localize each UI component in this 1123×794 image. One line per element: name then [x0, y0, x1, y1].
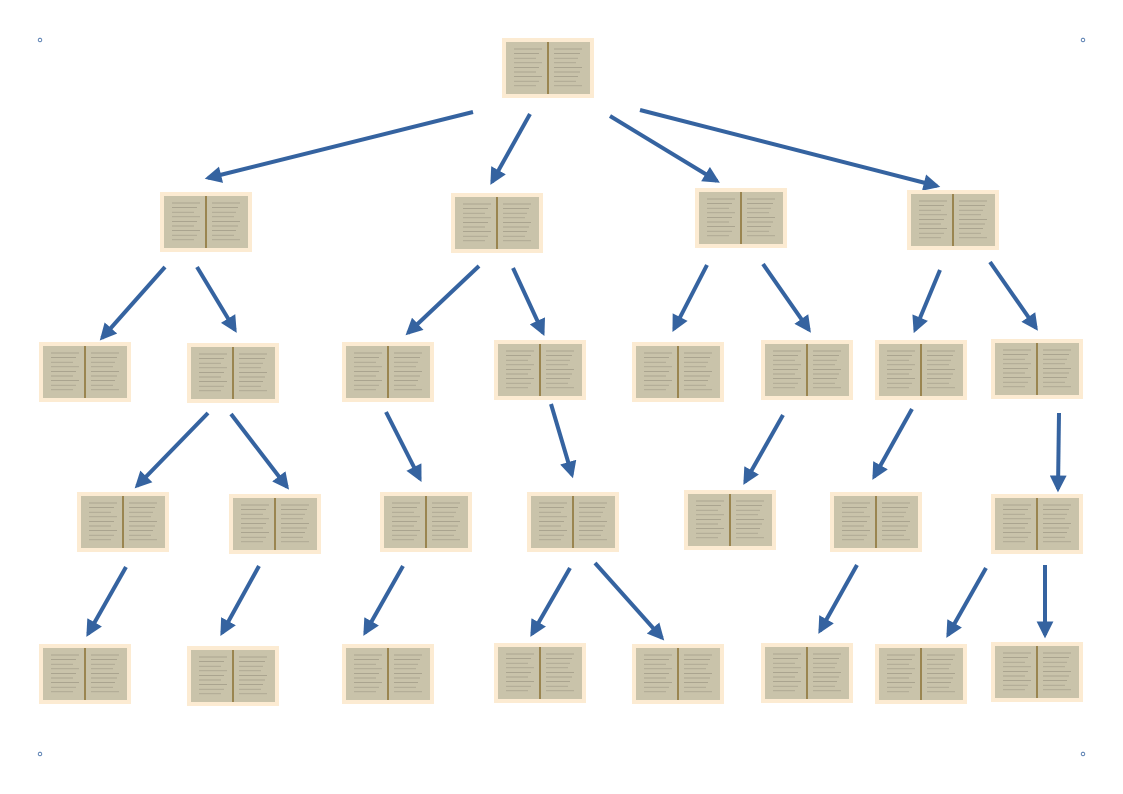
- manuscript-node-d212: [991, 642, 1083, 702]
- manuscript-node-d11: [830, 492, 922, 552]
- arrow-d-d2: [988, 260, 1038, 331]
- arrow-b21-b211: [530, 567, 572, 637]
- arrow-d2-d21: [1049, 412, 1067, 493]
- arrow-a2-a22: [229, 412, 290, 490]
- manuscript-node-d111: [761, 643, 853, 703]
- arrow-a21-a211: [86, 566, 128, 637]
- arrow-c-c1: [672, 264, 709, 332]
- manuscript-node-b212: [632, 644, 724, 704]
- arrow-d11-d111: [818, 564, 859, 634]
- arrow-d1-d11: [872, 408, 914, 480]
- arrow-b11-b111: [363, 565, 405, 636]
- manuscript-node-b111: [342, 644, 434, 704]
- manuscript-node-b: [451, 193, 543, 253]
- arrow-a2-a21: [134, 411, 210, 489]
- manuscript-node-d: [907, 190, 999, 250]
- arrow-a22-a221: [220, 565, 261, 636]
- corner-marker: [1080, 751, 1086, 757]
- manuscript-node-b211: [494, 643, 586, 703]
- manuscript-node-c: [695, 188, 787, 248]
- arrow-a-a1: [99, 265, 167, 341]
- manuscript-node-d211: [875, 644, 967, 704]
- manuscript-node-c21: [684, 490, 776, 550]
- arrow-c2-c21: [743, 414, 785, 485]
- manuscript-node-b21: [527, 492, 619, 552]
- manuscript-node-d21: [991, 494, 1083, 554]
- manuscript-node-a211: [39, 644, 131, 704]
- manuscript-node-a221: [187, 646, 279, 706]
- arrow-a-a2: [195, 265, 237, 333]
- arrow-d-d1: [912, 269, 942, 334]
- arrow-c-c2: [761, 262, 811, 333]
- corner-marker: [1080, 37, 1086, 43]
- manuscript-node-d2: [991, 339, 1083, 399]
- manuscript-node-a: [160, 192, 252, 252]
- arrow-d21-d211: [946, 567, 988, 638]
- manuscript-node-b2: [494, 340, 586, 400]
- manuscript-node-root: [502, 38, 594, 98]
- manuscript-node-c1: [632, 342, 724, 402]
- arrow-root-c: [608, 114, 720, 183]
- arrow-root-a: [204, 110, 474, 183]
- manuscript-node-a21: [77, 492, 169, 552]
- arrow-b2-b21: [549, 403, 577, 479]
- manuscript-node-a1: [39, 342, 131, 402]
- manuscript-node-b1: [342, 342, 434, 402]
- manuscript-node-c2: [761, 340, 853, 400]
- arrow-b-b2: [511, 267, 545, 337]
- manuscript-node-a2: [187, 343, 279, 403]
- manuscript-node-a22: [229, 494, 321, 554]
- arrow-root-b: [490, 113, 532, 185]
- corner-marker: [37, 751, 43, 757]
- arrow-b-b1: [405, 264, 481, 336]
- manuscript-node-d1: [875, 340, 967, 400]
- arrow-b21-b212: [593, 561, 665, 641]
- manuscript-node-b11: [380, 492, 472, 552]
- arrow-b1-b11: [384, 411, 422, 482]
- corner-marker: [37, 37, 43, 43]
- arrow-root-d: [639, 108, 941, 191]
